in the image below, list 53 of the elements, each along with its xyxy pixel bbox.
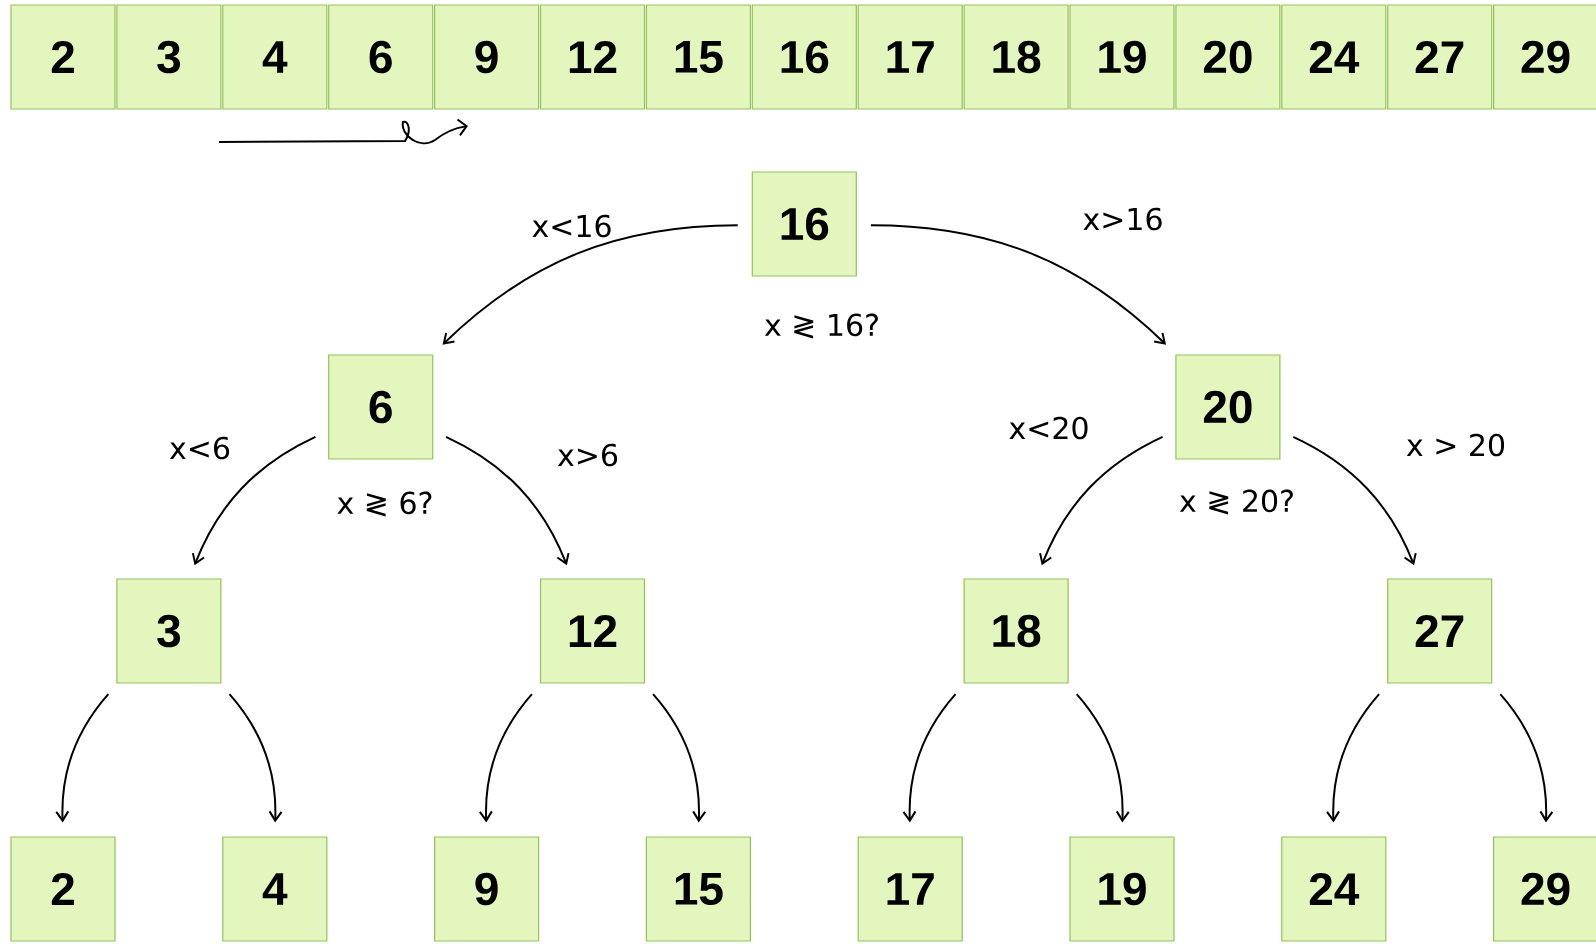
edge-label: x > 20 bbox=[1403, 431, 1509, 459]
tree-node-box: 15 bbox=[645, 836, 751, 942]
tree-node-box: 16 bbox=[751, 171, 857, 277]
tree-node-box: 12 bbox=[539, 578, 646, 684]
edge-label: x<20 bbox=[1006, 414, 1092, 442]
arrow bbox=[478, 693, 533, 823]
tree-node-box: 24 bbox=[1281, 836, 1387, 942]
edge-label: x>6 bbox=[555, 441, 621, 469]
tree-node-box: 29 bbox=[1493, 836, 1596, 942]
arrow bbox=[1326, 693, 1381, 823]
arrow bbox=[1075, 693, 1130, 823]
question-label: x ≷ 16? bbox=[764, 313, 878, 339]
arrow bbox=[1499, 693, 1554, 823]
array-cell: 12 bbox=[539, 4, 646, 110]
array-cell: 3 bbox=[116, 4, 222, 110]
array-cell: 29 bbox=[1493, 4, 1596, 110]
tree-node-box: 20 bbox=[1175, 354, 1281, 460]
edge-label: x>16 bbox=[1080, 205, 1166, 233]
tree-node-box: 3 bbox=[116, 578, 222, 684]
arrow bbox=[1292, 435, 1417, 566]
tree-node-box: 2 bbox=[10, 836, 116, 942]
question-label: x ≷ 6? bbox=[337, 491, 432, 517]
array-cell: 19 bbox=[1069, 4, 1175, 110]
array-cell: 15 bbox=[645, 4, 751, 110]
question-label: x ≷ 20? bbox=[1179, 489, 1293, 515]
array-cell: 6 bbox=[328, 4, 434, 110]
tree-node-box: 6 bbox=[328, 354, 434, 460]
arrow bbox=[55, 693, 110, 823]
tree-node-box: 18 bbox=[963, 578, 1069, 684]
edge-label: x<6 bbox=[167, 434, 233, 462]
array-cell: 4 bbox=[222, 4, 328, 110]
arrow bbox=[228, 693, 283, 823]
array-cell: 16 bbox=[751, 4, 857, 110]
edge-label: x<16 bbox=[529, 212, 615, 240]
tree-node-box: 27 bbox=[1387, 578, 1493, 684]
arrow bbox=[652, 693, 707, 823]
tree-node-box: 4 bbox=[222, 836, 328, 942]
tree-node-box: 19 bbox=[1069, 836, 1175, 942]
arrow bbox=[191, 435, 317, 566]
array-cell: 24 bbox=[1281, 4, 1387, 110]
array-cell: 27 bbox=[1387, 4, 1493, 110]
array-cell: 20 bbox=[1175, 4, 1281, 110]
arrow bbox=[442, 224, 739, 345]
array-cell: 9 bbox=[434, 4, 540, 110]
arrow bbox=[445, 435, 570, 566]
arrow bbox=[1039, 435, 1164, 566]
arrow bbox=[869, 224, 1167, 345]
tree-node-box: 17 bbox=[857, 836, 963, 942]
array-cell: 17 bbox=[857, 4, 963, 110]
arrow bbox=[902, 693, 957, 823]
array-cell: 18 bbox=[963, 4, 1069, 110]
array-cell: 2 bbox=[10, 4, 116, 110]
tree-node-box: 9 bbox=[434, 836, 540, 942]
